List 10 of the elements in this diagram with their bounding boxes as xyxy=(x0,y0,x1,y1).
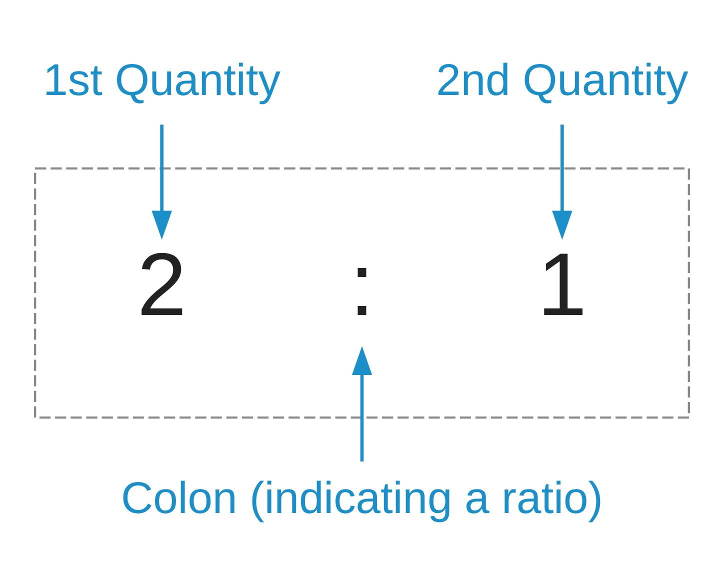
cluster xyxy=(34,167,690,419)
node-text: Colon (indicating a ratio) xyxy=(121,474,603,524)
arrow xyxy=(352,346,372,462)
node-text: 2 xyxy=(137,234,187,334)
node-text: 2nd Quantity xyxy=(436,56,688,106)
arrow xyxy=(152,124,172,240)
node-text: 1st Quantity xyxy=(43,56,280,106)
arrow xyxy=(552,124,572,240)
node-text: 1 xyxy=(537,234,587,334)
node-text: : xyxy=(350,234,374,334)
